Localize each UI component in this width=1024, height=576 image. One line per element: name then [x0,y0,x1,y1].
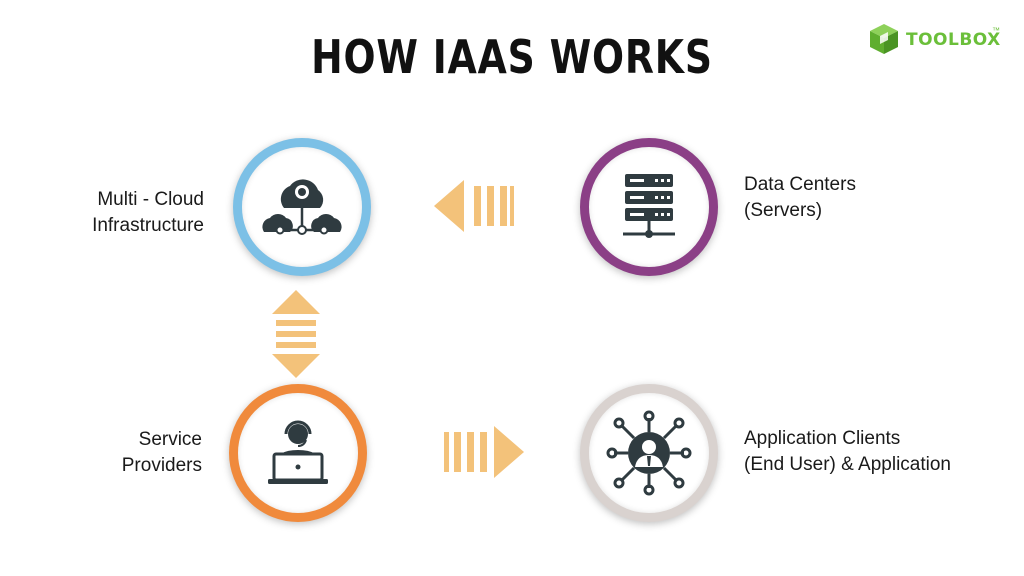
cube-icon [870,24,898,54]
arrow-datacenters-to-cloud [434,180,514,232]
page-title: HOW IAAS WORKS [311,30,713,84]
cloud-node-circle [233,138,371,276]
toolbox-logo: TOOLBOX ™ [868,22,1001,58]
datacenters-label-line1: Data Centers [744,174,856,195]
user-network-icon [606,410,692,496]
cloud-node-label: Multi - Cloud Infrastructure [40,187,204,239]
cloud-network-icon [262,179,342,235]
clients-label-line2: (End User) & Application [744,454,951,475]
datacenters-label-line2: (Servers) [744,200,823,221]
arrow-providers-to-clients [444,426,524,478]
logo-trademark: ™ [992,26,1000,35]
logo-text: TOOLBOX [906,30,1001,50]
clients-label-line1: Application Clients [744,428,901,449]
server-rack-icon [623,174,675,238]
providers-label-line2: Providers [121,455,202,476]
datacenters-node-circle [580,138,718,276]
cloud-label-line2: Infrastructure [92,215,204,236]
providers-node-circle [229,384,367,522]
support-agent-icon [268,420,328,484]
providers-label-line1: Service [138,429,202,450]
cloud-label-line1: Multi - Cloud [97,189,204,210]
datacenters-node-label: Data Centers (Servers) [744,172,964,224]
providers-node-label: Service Providers [60,427,202,479]
clients-node-label: Application Clients (End User) & Applica… [744,426,1014,478]
clients-node-circle [580,384,718,522]
arrow-cloud-providers-bidirectional [272,290,320,378]
